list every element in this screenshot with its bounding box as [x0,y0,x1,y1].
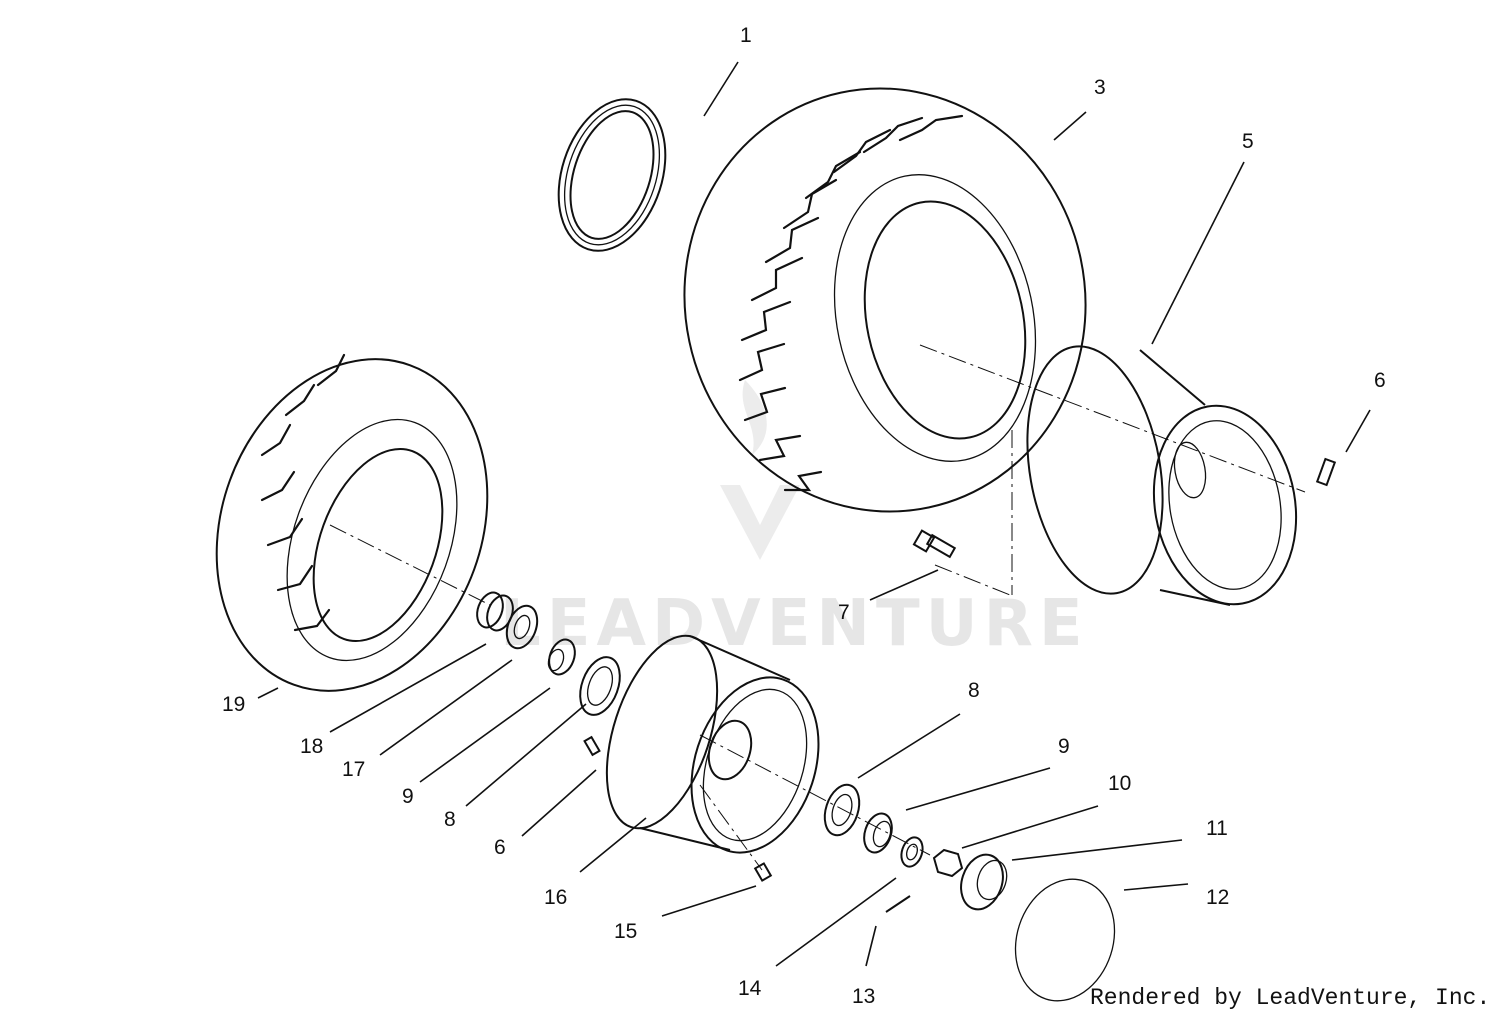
callout-13: 13 [852,985,875,1008]
callout-17: 17 [342,758,365,781]
callout-6-lower: 6 [494,836,506,859]
part-seal-8a [579,656,621,716]
part-hubcap-12 [1014,878,1116,1002]
part-bearing-9b [863,812,893,854]
part-small-tire [215,353,489,692]
watermark-text: LEADVENTURE [500,587,1089,661]
callout-14: 14 [738,977,762,1000]
callout-5: 5 [1242,130,1254,153]
watermark: LEADVENTURE [500,380,1089,661]
part-lug-bolt [912,529,957,559]
callout-3: 3 [1094,76,1106,99]
part-small-rim [605,634,820,854]
callout-7: 7 [838,601,850,624]
part-valve-lower [583,735,601,757]
callout-8-right: 8 [968,679,980,702]
part-bearing-17 [505,604,539,650]
leader-lines [257,61,1371,967]
part-ring [557,98,667,252]
callout-labels: 1 3 5 6 7 19 18 17 9 8 6 16 15 8 9 10 11… [222,24,1386,1008]
part-bolt-upper [1315,457,1337,487]
part-pin-13 [885,895,911,913]
callout-16: 16 [544,886,567,909]
part-seal-8b [823,783,861,837]
axis-lines [329,344,1306,871]
callout-8-left: 8 [444,808,456,831]
callout-9-left: 9 [402,785,414,808]
callout-19: 19 [222,693,245,716]
callout-15: 15 [614,920,637,943]
part-washer-14 [900,836,924,868]
callout-1: 1 [740,24,752,47]
callout-18: 18 [300,735,323,758]
part-cap-11 [960,853,1008,911]
rendered-by-credit: Rendered by LeadVenture, Inc. [1090,985,1490,1011]
callout-10: 10 [1108,772,1131,795]
part-large-rim [1026,345,1298,606]
part-cone-9a [547,638,576,676]
part-nut-10 [932,848,964,878]
callout-12: 12 [1206,886,1229,909]
part-nut-15 [753,862,773,882]
callout-6-upper: 6 [1374,369,1386,392]
part-large-tire [683,87,1087,513]
callout-9-right: 9 [1058,735,1070,758]
callout-11: 11 [1206,817,1228,840]
